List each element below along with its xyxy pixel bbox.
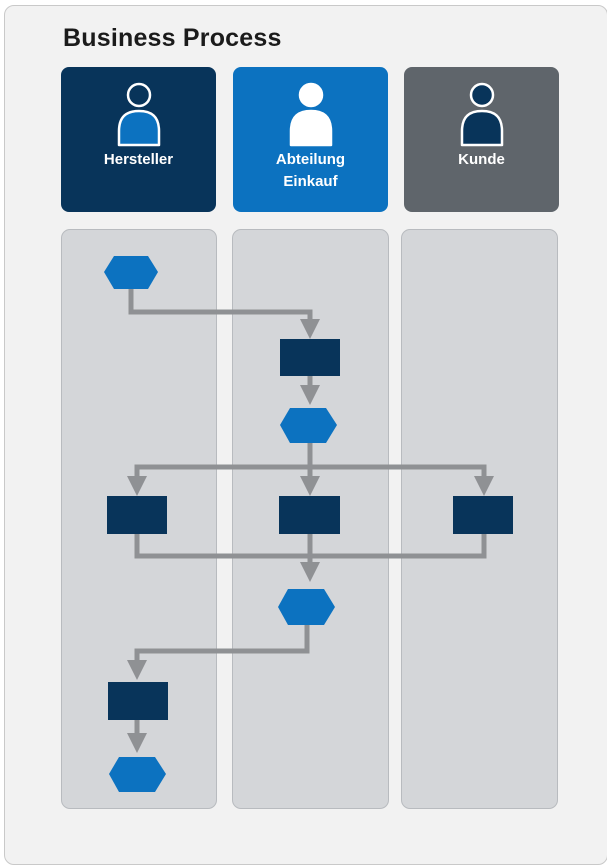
person-icon xyxy=(460,82,503,147)
diagram-title: Business Process xyxy=(63,24,282,52)
task xyxy=(279,496,340,534)
role-card-abteilung-einkauf: Abteilung Einkauf xyxy=(233,67,388,212)
task xyxy=(453,496,513,534)
start-event xyxy=(104,256,158,289)
end-event xyxy=(109,757,166,792)
person-icon xyxy=(289,82,332,147)
task xyxy=(107,496,167,534)
role-label-kunde: Kunde xyxy=(458,151,505,168)
connector xyxy=(128,289,320,339)
connector xyxy=(127,464,310,496)
person-icon xyxy=(117,82,160,147)
gateway-join xyxy=(278,589,335,625)
role-label-hersteller: Hersteller xyxy=(103,151,174,168)
connector xyxy=(310,464,494,496)
role-card-kunde: Kunde xyxy=(404,67,559,212)
role-label-abteilung-einkauf: Abteilung Einkauf xyxy=(275,151,346,190)
gateway-split xyxy=(280,408,337,443)
task xyxy=(108,682,168,720)
connector xyxy=(127,625,310,680)
task xyxy=(280,339,340,376)
role-card-hersteller: Hersteller xyxy=(61,67,216,212)
